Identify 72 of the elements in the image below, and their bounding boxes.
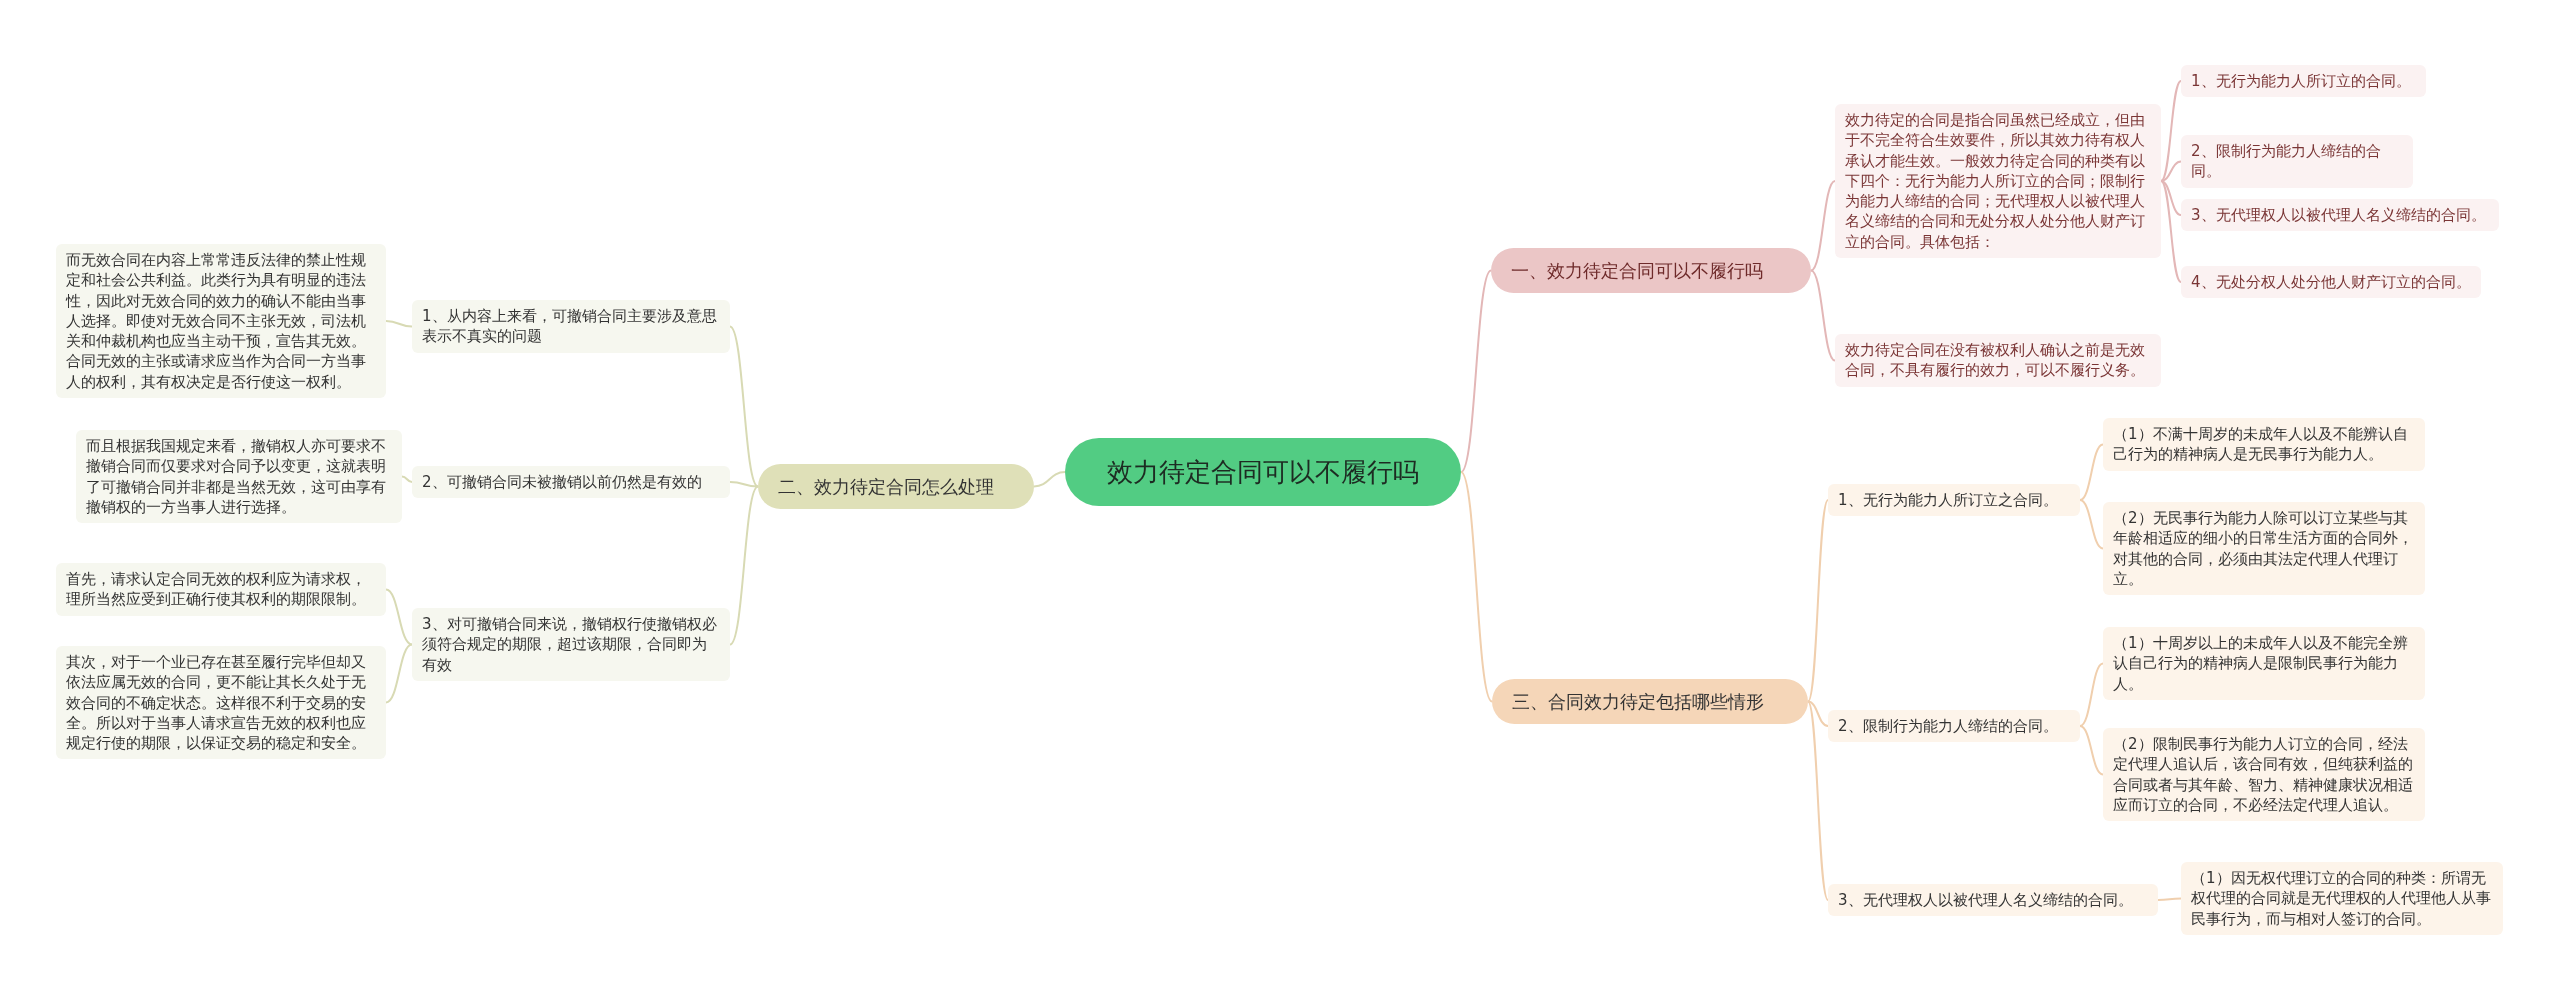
node-text: （2）无民事行为能力人除可以订立某些与其年龄相适应的细小的日常生活方面的合同外，对其他的合同，必须由其法定代理人代理订立。 [2113,508,2414,589]
note-box [2181,862,2503,935]
note-box [56,646,386,760]
node-text: （1）十周岁以上的未成年人以及不能完全辨认自己行为的精神病人是限制民事行为能力人。 [2113,633,2409,694]
node-text: 1、无行为能力人所订立的合同。 [2191,71,2412,92]
connector-line [1807,499,1829,703]
connector-line [2079,662,2104,727]
connector-line [2079,443,2104,501]
node-text: 1、从内容上来看，可撤销合同主要涉及意思表示不真实的问题 [422,306,718,347]
topic-box [758,464,1034,510]
node-text: 2、可撤销合同未被撤销以前仍然是有效的 [422,472,703,493]
note-box [76,430,402,523]
connector-line [401,475,413,483]
node-text: 效力待定的合同是指合同虽然已经成立，但由于不完全符合生效要件，所以其效力待有权人承认才能生效。一般效力待定合同的种类有以下四个：无行为能力人所订立的合同；限制行为能力人缔结的合同；无代理权人以被代理人名义缔结的合同和无处分权人处分他人财产订立的合同。具体包括： [1845,110,2146,252]
note-box [2181,65,2426,98]
note-box [2103,502,2425,595]
connector-line [1807,700,1829,727]
connector-line [2079,725,2104,776]
connector-line [2079,499,2104,550]
note-box [1828,484,2080,517]
node-text: 1、无行为能力人所订立之合同。 [1838,490,2059,511]
node-text: 三、合同效力待定包括哪些情形 [1512,690,1765,714]
node-text: （1）因无权代理订立的合同的种类：所谓无权代理的合同就是无代理权的人代理他人从事民事行为，而与相对人签订的合同。 [2191,868,2492,929]
connector-line [385,643,413,704]
note-box [2103,728,2425,821]
connector-line [729,325,759,488]
note-box [1828,710,2080,743]
connector-line [1810,269,1836,362]
note-box [1828,884,2158,917]
connector-line [1033,471,1066,488]
node-text: 而无效合同在内容上常常违反法律的禁止性规定和社会公共利益。此类行为具有明显的违法性，因此对无效合同的效力的确认不能由当事人选择。即使对无效合同不主张无效，司法机关和仲裁机构也应当主动干预，宣告其无效。合同无效的主张或请求应当作为合同一方当事人的权利，其有权决定是否行使这一权利。 [66,250,367,392]
note-box [2181,199,2499,232]
note-box [1835,334,2161,387]
topic-box [1491,248,1811,294]
node-text: 一、效力待定合同可以不履行吗 [1511,259,1764,283]
note-box [2103,627,2425,700]
connector-line [729,485,759,646]
connector-line [385,320,413,328]
connector-line [1807,700,1829,901]
topic-box [1492,679,1808,725]
connector-line [1460,471,1493,703]
note-box [2181,266,2481,299]
node-text: 二、效力待定合同怎么处理 [778,475,995,499]
connector-line [2160,180,2182,216]
note-box [412,608,730,681]
connector-line [2157,897,2182,901]
node-text: 效力待定合同在没有被权利人确认之前是无效合同，不具有履行的效力，可以不履行义务。 [1845,340,2146,381]
node-text: 4、无处分权人处分他人财产订立的合同。 [2191,272,2471,293]
note-box [56,563,386,616]
node-text: 其次，对于一个业已存在甚至履行完毕但却又依法应属无效的合同，更不能让其长久处于无效合同的不确定状态。这样很不利于交易的安全。所以对于当事人请求宣告无效的权利也应规定行使的期限，以保证交易的稳定和安全。 [66,652,367,754]
node-text: 2、限制行为能力人缔结的合同。 [1838,716,2059,737]
note-box [2181,135,2413,188]
connector-line [2160,80,2182,182]
node-text: 2、限制行为能力人缔结的合同。 [2191,141,2382,182]
note-box [412,300,730,353]
node-text: （2）限制民事行为能力人订立的合同，经法定代理人追认后，该合同有效，但纯获利益的合同或者与其年龄、智力、精神健康状况相适应而订立的合同，不必经法定代理人追认。 [2113,734,2414,815]
note-box [56,244,386,398]
node-text: （1）不满十周岁的未成年人以及不能辨认自己行为的精神病人是无民事行为能力人。 [2113,424,2409,465]
node-text: 3、对可撤销合同来说，撤销权行使撤销权必须符合规定的期限，超过该期限，合同即为有效 [422,614,718,675]
node-text: 3、无代理权人以被代理人名义缔结的合同。 [1838,890,2134,911]
node-text: 而且根据我国规定来看，撤销权人亦可要求不撤销合同而仅要求对合同予以变更，这就表明了可撤销合同并非都是当然无效，这可由享有撤销权的一方当事人进行选择。 [86,436,387,517]
note-box [2103,418,2425,471]
note-box [412,466,730,499]
connector-line [1810,180,1836,272]
node-text: 3、无代理权人以被代理人名义缔结的合同。 [2191,205,2487,226]
node-text: 首先，请求认定合同无效的权利应为请求权，理所当然应受到正确行使其权利的期限限制。 [66,569,367,610]
connector-line [1460,269,1492,473]
node-text: 效力待定合同可以不履行吗 [1107,456,1419,489]
connector-line [2160,180,2182,283]
connector-line [729,481,759,488]
connector-line [385,588,413,646]
connector-line [2160,160,2182,182]
